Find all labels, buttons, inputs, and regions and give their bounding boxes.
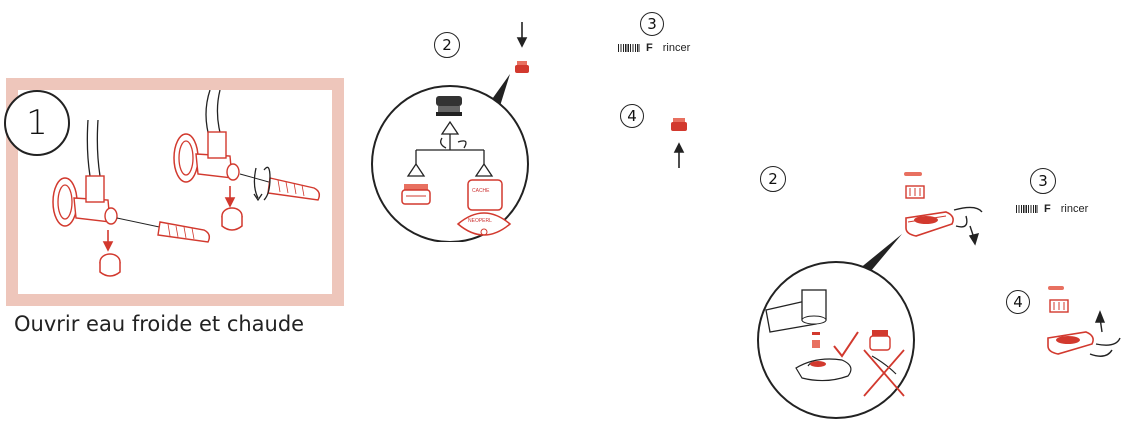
step-3-badge: 3 xyxy=(640,12,664,36)
step-number: 3 xyxy=(647,15,657,33)
step-number: 2 xyxy=(768,170,778,188)
step-3-bottom-badge: 3 xyxy=(1030,168,1056,194)
aerator-icon xyxy=(1049,299,1069,313)
callout-pointer xyxy=(490,74,510,106)
neoperl-label: NEOPERL xyxy=(468,218,492,224)
valves-illustration xyxy=(52,90,321,277)
arrow-down-icon xyxy=(102,230,114,252)
step-1-caption: Ouvrir eau froide et chaude xyxy=(14,312,305,336)
aerator-icon xyxy=(401,184,431,205)
step-number: 3 xyxy=(1038,172,1048,190)
faucet-spout-icon xyxy=(1047,331,1094,355)
step-4-badge: 4 xyxy=(620,104,644,128)
rinse-letter: F xyxy=(1044,203,1051,215)
check-mark-icon xyxy=(833,331,859,358)
filter-cap-icon xyxy=(99,253,121,277)
step-4-bottom-badge: 4 xyxy=(1006,290,1030,314)
aerator-icon xyxy=(515,61,529,73)
aerator-icon xyxy=(869,330,891,351)
rinse-letter: F xyxy=(646,42,653,54)
faucet-spout-icon xyxy=(905,211,954,237)
hand-icon xyxy=(795,358,852,382)
aerator-icon xyxy=(905,185,925,199)
step-2-bottom-badge: 2 xyxy=(760,166,786,192)
faucet-spout-icon xyxy=(765,289,827,333)
rotate-arrow-icon xyxy=(953,206,983,213)
cross-mark-icon xyxy=(863,349,905,397)
cache-label: CACHE xyxy=(472,188,490,194)
zoom-circle xyxy=(757,261,915,419)
rinse-text: rincer xyxy=(1060,203,1089,215)
rinse-text: rincer xyxy=(662,42,691,54)
filter-cap-icon xyxy=(221,207,243,231)
step-1-badge: 1 xyxy=(4,90,70,156)
left-valve-icon xyxy=(52,119,211,243)
step-4-bottom-illustration xyxy=(1047,286,1121,357)
step-2-badge: 2 xyxy=(434,32,460,58)
rotate-arrow-icon xyxy=(1095,337,1121,346)
arrow-down-icon xyxy=(224,186,236,208)
arrow-up-icon xyxy=(673,142,685,168)
step-1-panel xyxy=(6,78,344,306)
step-4-top-illustration xyxy=(671,118,687,168)
step-number: 4 xyxy=(627,107,637,125)
rinse-instruction: F rincer xyxy=(618,42,690,54)
step-number: 1 xyxy=(26,103,48,143)
cache-neoperl-icon: CACHE NEOPERL xyxy=(456,179,512,236)
step-2-detail-illustration: CACHE NEOPERL xyxy=(371,22,529,242)
water-flow-icon xyxy=(618,44,640,52)
step-number: 4 xyxy=(1013,293,1023,311)
water-flow-icon xyxy=(1016,205,1038,213)
arrow-up-icon xyxy=(1094,310,1106,333)
rotate-arrow-icon xyxy=(457,140,467,149)
arrow-down-icon xyxy=(968,225,980,246)
rinse-instruction: F rincer xyxy=(1016,203,1088,215)
right-valve-icon xyxy=(173,90,321,201)
aerator-icon xyxy=(671,118,687,131)
rotate-arrow-icon xyxy=(253,166,271,202)
aerator-icon xyxy=(436,96,462,116)
step-2-bottom-illustration xyxy=(757,172,983,419)
arrow-down-icon xyxy=(516,22,528,48)
step-number: 2 xyxy=(442,36,452,54)
